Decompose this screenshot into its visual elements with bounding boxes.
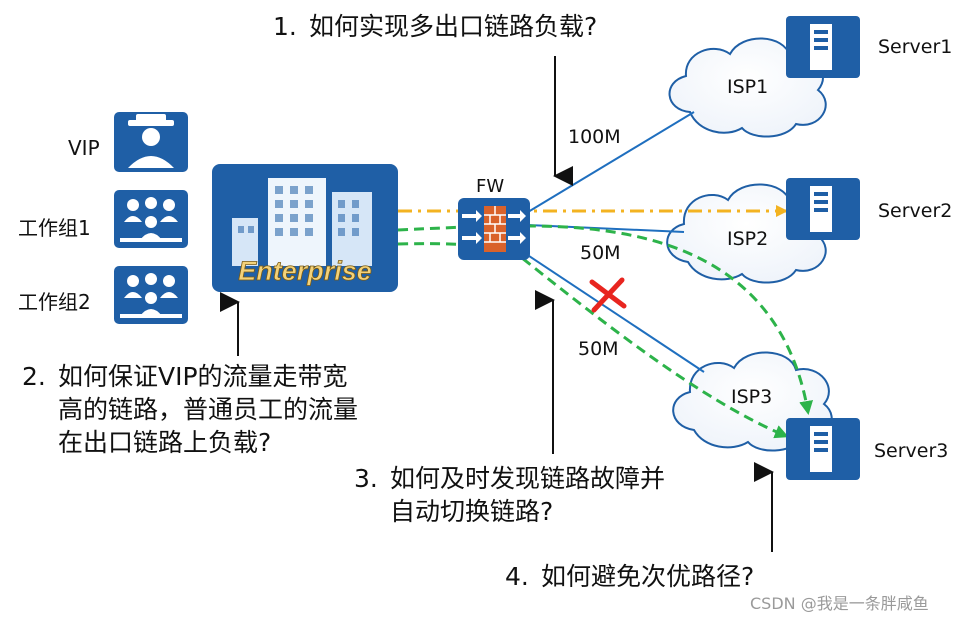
question-2-line-1: 如何保证VIP的流量走带宽: [58, 362, 348, 391]
user-label-vip: VIP: [68, 136, 100, 160]
link-isp2: [527, 224, 685, 233]
question-2: 2. 如何保证VIP的流量走带宽 高的链路，普通员工的流量 在出口链路上负载?: [22, 360, 358, 459]
workgroup1-group-icon: [114, 190, 188, 248]
vip-person-icon: [114, 112, 188, 172]
bandwidth-isp1: 100M: [568, 126, 621, 148]
user-label-workgroup1: 工作组1: [18, 216, 91, 240]
question-4-text: 如何避免次优路径?: [541, 562, 755, 591]
isp1-label: ISP1: [727, 76, 769, 98]
question-1: 1. 如何实现多出口链路负载?: [273, 10, 597, 43]
enterprise-label: Enterprise: [238, 256, 372, 286]
bandwidth-isp2: 50M: [580, 242, 621, 264]
server2-label: Server2: [878, 200, 953, 222]
bandwidth-isp3: 50M: [578, 338, 619, 360]
link-isp1: [527, 111, 695, 213]
question-3-number: 3.: [354, 464, 378, 493]
isp3-label: ISP3: [731, 386, 773, 408]
watermark: CSDN @我是一条胖咸鱼: [750, 594, 929, 613]
question-3-line-2: 自动切换链路?: [390, 497, 554, 526]
staff-traffic-path-1: [397, 224, 814, 415]
enterprise-building-icon: Enterprise: [212, 164, 398, 292]
question-4-number: 4.: [505, 562, 529, 591]
question-2-number: 2.: [22, 362, 46, 391]
server2-server-icon: [786, 178, 860, 240]
question-1-number: 1.: [273, 12, 297, 41]
server3-label: Server3: [874, 440, 949, 462]
link-isp3: [519, 249, 705, 373]
user-label-workgroup2: 工作组2: [18, 290, 91, 314]
server1-server-icon: [786, 16, 860, 78]
server1-label: Server1: [878, 36, 953, 58]
link-fault-x-mark: [589, 277, 627, 313]
isp2-label: ISP2: [727, 228, 769, 250]
staff-traffic-path-2: [397, 242, 789, 439]
workgroup2-group-icon: [114, 266, 188, 324]
question-2-line-3: 在出口链路上负载?: [58, 428, 272, 457]
question-1-text: 如何实现多出口链路负载?: [309, 12, 598, 41]
question-2-line-2: 高的链路，普通员工的流量: [58, 395, 359, 424]
question-3: 3. 如何及时发现链路故障并 自动切换链路?: [354, 462, 665, 528]
firewall-icon: [458, 198, 530, 260]
question-4: 4. 如何避免次优路径?: [505, 560, 754, 593]
firewall-label: FW: [476, 176, 505, 197]
question-3-line-1: 如何及时发现链路故障并: [390, 464, 666, 493]
server3-server-icon: [786, 418, 860, 480]
